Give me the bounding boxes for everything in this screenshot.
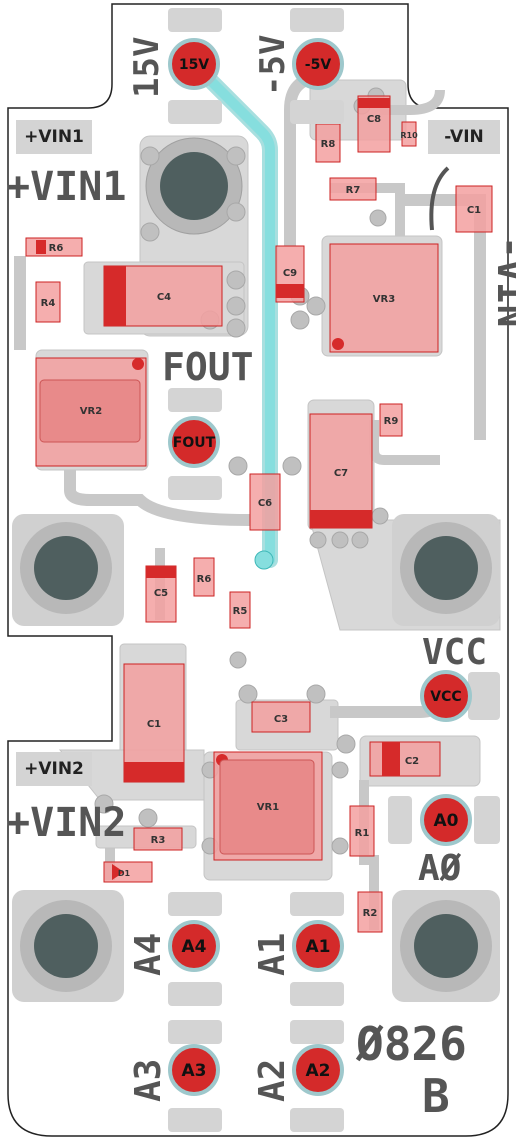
comp-r4 (35, 281, 61, 323)
comp-r9 (379, 403, 403, 437)
ref-c1-top: C1 (467, 205, 481, 216)
box-vin-minus: -VIN (444, 127, 484, 147)
silk-vcc: VCC (422, 632, 487, 673)
pad-a0-label: A0 (434, 811, 459, 831)
ref-vr3: VR3 (373, 294, 395, 305)
ref-c6: C6 (258, 498, 272, 509)
trace-end-via (254, 550, 274, 570)
dark-trace (429, 166, 450, 231)
pad-vcc (420, 670, 472, 722)
comp-r8 (315, 123, 341, 163)
comp-r2 (357, 891, 383, 933)
ref-c3: C3 (274, 714, 288, 725)
pad-a3 (168, 1044, 220, 1096)
box-vin1: +VIN1 (24, 127, 84, 147)
ref-r6: R6 (197, 574, 212, 585)
silk-a4: A4 (128, 933, 169, 976)
silk-a1: A1 (252, 933, 293, 976)
comp-c1-top (455, 185, 493, 233)
ref-d1: D1 (118, 869, 131, 878)
highlighted-trace-core (191, 61, 275, 565)
ref-r3: R3 (151, 835, 166, 846)
pad-fout (168, 416, 220, 468)
pad-a3-label: A3 (182, 1061, 207, 1081)
pad-a4-label: A4 (182, 937, 207, 957)
ref-r2: R2 (363, 908, 378, 919)
comp-c2 (369, 741, 441, 777)
comp-r10 (401, 121, 417, 147)
silk-fout: FOUT (162, 345, 254, 389)
silk-vin-minus: -VIN (489, 236, 516, 328)
ref-c1: C1 (147, 719, 161, 730)
comp-r7 (329, 177, 377, 201)
mounting-holes (12, 137, 500, 1002)
ref-c5: C5 (154, 588, 168, 599)
pad-a2-label: A2 (306, 1061, 331, 1081)
silk-m5v: -5V (253, 35, 293, 96)
comp-r1 (349, 805, 375, 857)
pad-15v-label: 15V (179, 57, 209, 73)
pad-a1-label: A1 (306, 937, 331, 957)
silk-part-number: Ø826 (355, 1017, 467, 1071)
label-boxes (16, 120, 500, 786)
pad-a2 (292, 1044, 344, 1096)
pad-m5v (292, 38, 344, 90)
ref-c9: C9 (283, 268, 297, 279)
silk-revision: B (422, 1069, 450, 1123)
comp-r6 (193, 557, 215, 597)
ref-c7: C7 (334, 468, 348, 479)
testpoint-pads (168, 8, 500, 1132)
ref-c8: C8 (367, 114, 381, 125)
pad-vcc-label: VCC (430, 689, 461, 705)
ref-r6-top: R6 (49, 243, 64, 254)
silk-a0: AØ (418, 848, 462, 889)
ref-c4: C4 (157, 292, 171, 303)
pad-fout-label: FOUT (173, 435, 216, 451)
comp-c3 (251, 701, 311, 733)
comp-c6 (249, 473, 281, 531)
pad-m5v-label: -5V (305, 57, 332, 73)
comp-r3 (133, 827, 183, 851)
comp-r5 (229, 591, 251, 629)
ref-vr1: VR1 (257, 802, 279, 813)
pad-a1 (292, 920, 344, 972)
pad-a0 (420, 794, 472, 846)
silk-a3: A3 (128, 1059, 169, 1102)
silk-15v: 15V (127, 37, 167, 98)
comp-vr3 (329, 243, 439, 353)
polarity-marks (36, 98, 400, 880)
silk-vin1: +VIN1 (6, 164, 126, 210)
box-vin2: +VIN2 (24, 759, 84, 779)
ref-r4: R4 (41, 298, 56, 309)
ref-r1: R1 (355, 828, 370, 839)
pad-15v (168, 38, 220, 90)
ref-c2: C2 (405, 756, 419, 767)
silk-a2: A2 (252, 1059, 293, 1102)
thermal-pads (39, 379, 315, 855)
ref-r10: R10 (400, 131, 418, 140)
ref-r9: R9 (384, 416, 399, 427)
pad-a4 (168, 920, 220, 972)
ref-r5: R5 (233, 606, 248, 617)
silk-vin2: +VIN2 (6, 800, 126, 846)
ref-vr2: VR2 (80, 406, 102, 417)
ref-r7: R7 (346, 185, 361, 196)
ref-r8: R8 (321, 139, 336, 150)
